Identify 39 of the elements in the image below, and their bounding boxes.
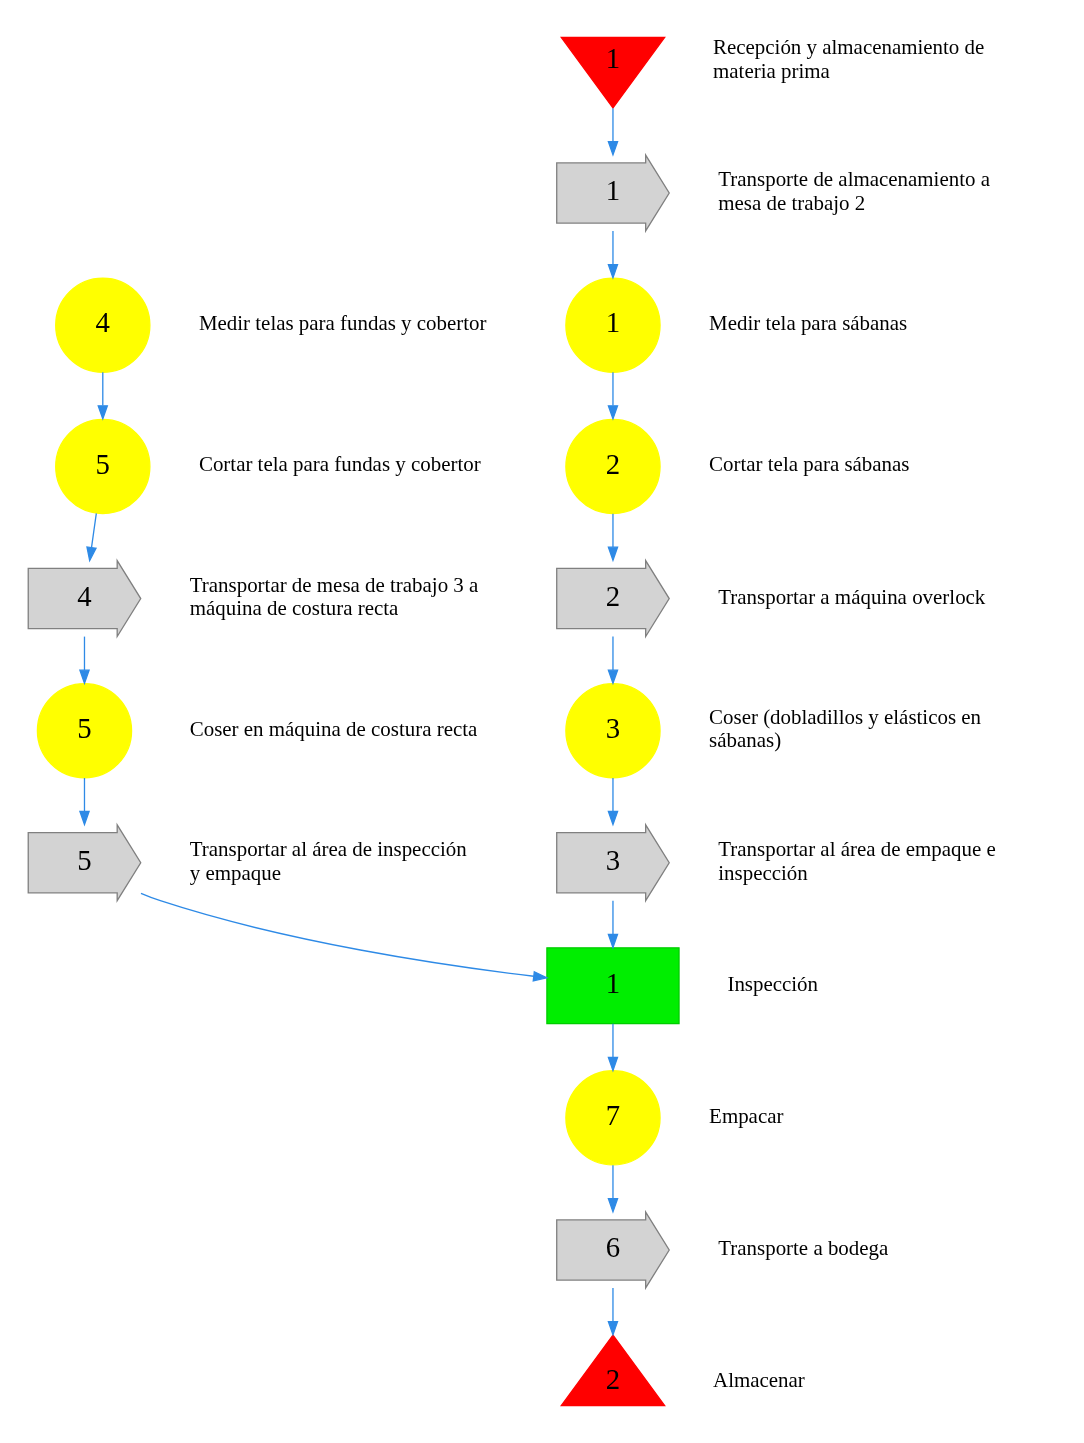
node-circle: 1: [565, 277, 661, 373]
node-label: Medir tela para sábanas: [709, 311, 908, 336]
arrow: [607, 1023, 619, 1073]
arrow: [607, 635, 619, 686]
node-box: 1: [546, 947, 680, 1025]
node-label: Transporte de almacenamiento a mesa de trabajo 2: [718, 167, 990, 215]
node-circle: 2: [565, 418, 661, 515]
node-label: Medir telas para fundas y cobertor: [198, 311, 487, 336]
node-circle: 4: [55, 277, 151, 373]
node-label: Cortar tela para fundas y cobertor: [198, 452, 481, 477]
arrow: [607, 900, 619, 950]
arrow: [78, 777, 90, 827]
node-label: Almacenar: [713, 1368, 805, 1393]
node-label: Transportar al área de empaque e inspección: [718, 836, 996, 885]
arrow: [607, 371, 619, 421]
arrow: [607, 777, 619, 827]
node-label: Recepción y almacenamiento de materia prima: [713, 35, 985, 83]
arrow: [78, 635, 90, 686]
arrow: [607, 107, 619, 157]
node-circle: 3: [565, 682, 661, 779]
node-label: Cortar tela para sábanas: [709, 452, 910, 477]
node-label: Transportar al área de inspección y empaque: [189, 836, 467, 885]
arrow: [607, 1164, 619, 1214]
node-label: Empacar: [709, 1103, 784, 1128]
node-label: Inspección: [727, 971, 819, 996]
node-label: Coser en máquina de costura recta: [189, 716, 478, 741]
node-label: Transportar a máquina overlock: [718, 584, 986, 609]
node-circle: 5: [55, 418, 151, 515]
arrow: [86, 512, 98, 563]
arrow: [607, 230, 619, 280]
node-circle: 7: [565, 1070, 661, 1166]
node-label: Transporte a bodega: [718, 1235, 889, 1260]
node-circle: 5: [36, 682, 133, 779]
node-label: Transportar de mesa de trabajo 3 a máquina de costura recta: [189, 572, 479, 621]
arrow: [140, 892, 549, 982]
arrow: [607, 513, 619, 563]
arrow: [97, 371, 109, 421]
node-label: Coser (dobladillos y elásticos en sábanas): [709, 704, 982, 753]
arrow: [607, 1287, 619, 1337]
